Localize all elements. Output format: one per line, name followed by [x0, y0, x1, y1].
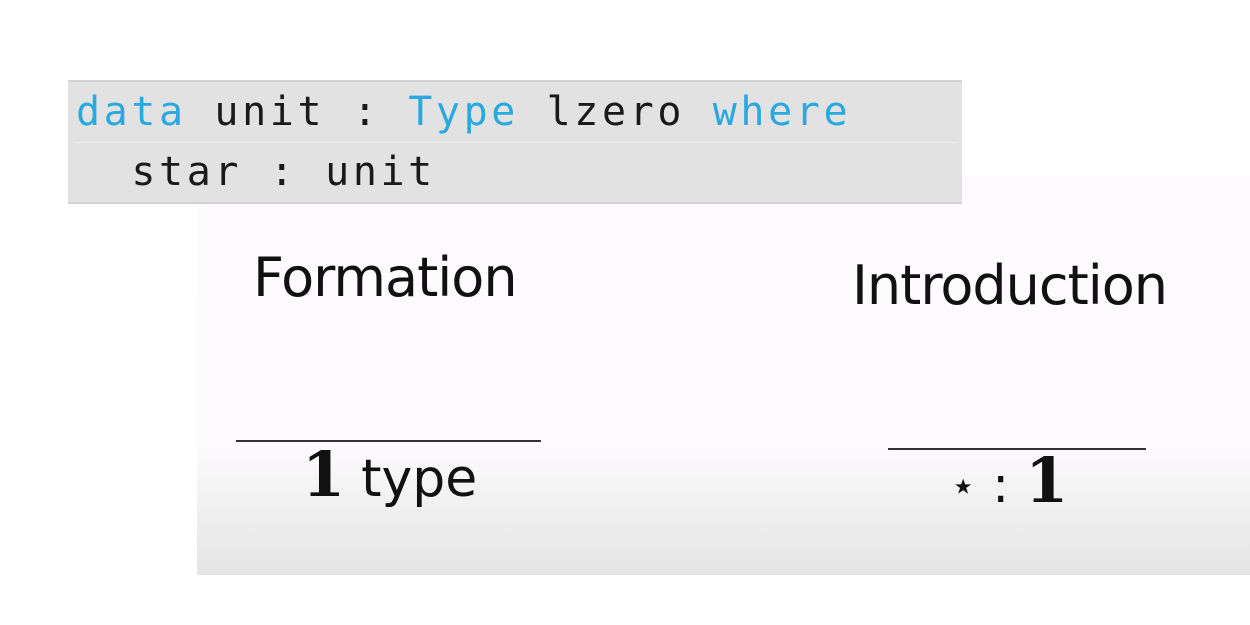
code-line-1: data unit : Type lzero where	[76, 82, 956, 143]
introduction-heading: Introduction	[852, 254, 1168, 317]
code-unit-declaration: unit :	[186, 89, 409, 135]
typing-colon: :	[992, 456, 1010, 514]
code-level-lzero: lzero	[518, 89, 713, 135]
introduction-inference-bar	[888, 448, 1146, 450]
keyword-where: where	[712, 89, 852, 135]
keyword-type: Type	[408, 89, 519, 135]
star-term: ⋆	[950, 461, 977, 510]
formation-inference-bar	[236, 440, 541, 442]
unit-type-symbol-intro: 1	[1025, 444, 1069, 517]
code-block: data unit : Type lzero where star : unit	[68, 80, 962, 204]
formation-heading: Formation	[253, 246, 518, 309]
introduction-conclusion: ⋆:1	[950, 444, 1068, 517]
code-line-2: star : unit	[76, 149, 436, 195]
formation-type-word: type	[361, 449, 478, 509]
slide-panel	[197, 176, 1250, 575]
keyword-data: data	[76, 89, 187, 135]
unit-type-symbol: 1	[302, 438, 346, 511]
